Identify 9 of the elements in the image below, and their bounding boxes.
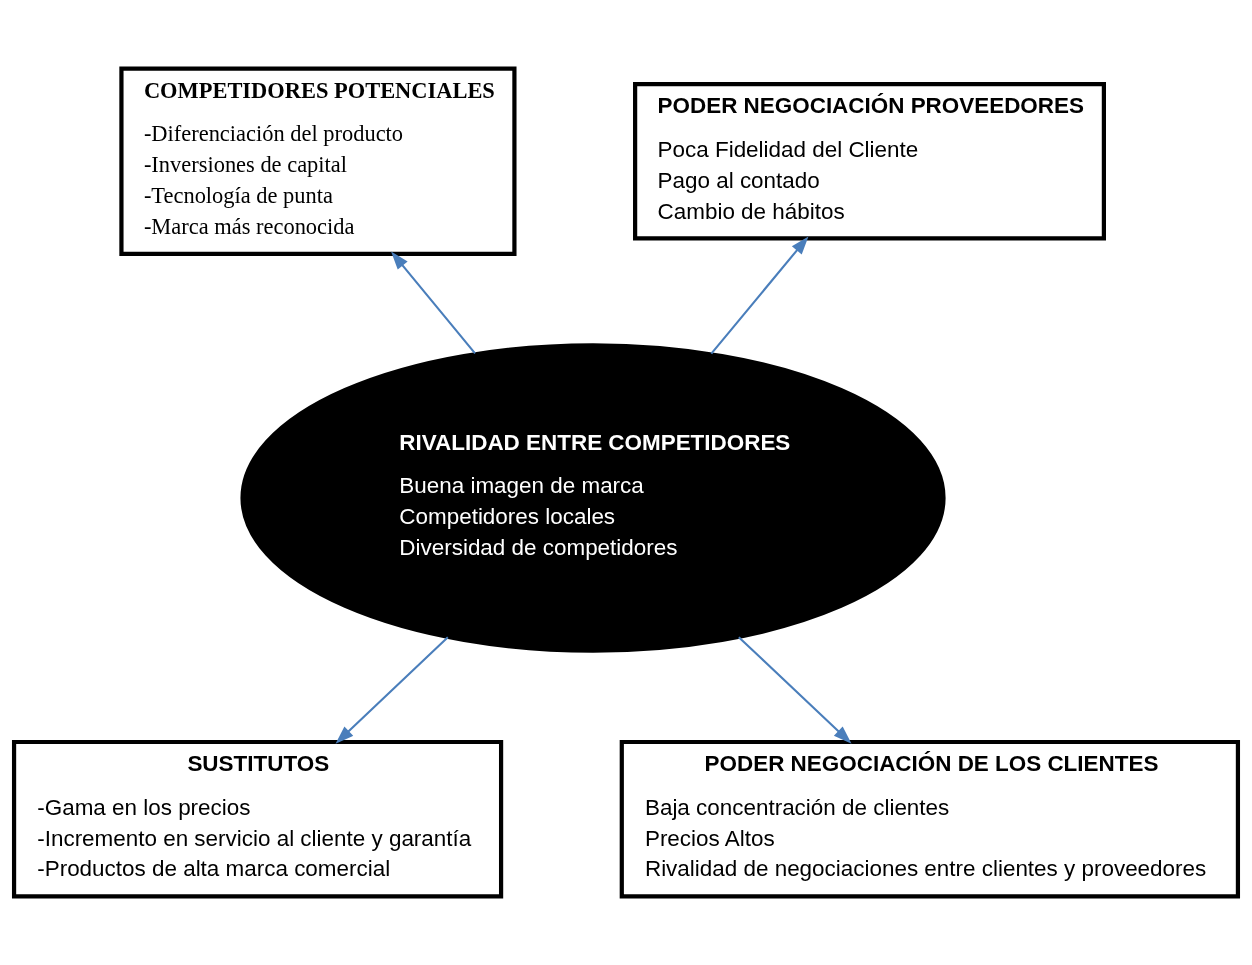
arrow [738, 636, 852, 744]
arrow [710, 236, 809, 355]
arrow [391, 251, 476, 354]
node-box: COMPETIDORES POTENCIALES -Diferenciación del producto -Inversiones de capital -Tecnología de punta -Marca más reconocida [119, 66, 517, 256]
node-box: PODER NEGOCIACIÓN DE LOS CLIENTES Baja concentración de clientes Precios Altos Rivalidad de negociaciones entre clientes y proveedores [619, 739, 1241, 899]
node-box: SUSTITUTOS -Gama en los precios -Incremento en servicio al cliente y garantía -Productos de alta marca comercial [11, 739, 504, 899]
node-box: PODER NEGOCIACIÓN PROVEEDORES Poca Fidelidad del Cliente Pago al contado Cambio de hábitos [633, 81, 1106, 241]
arrow [335, 636, 449, 744]
node-ellipse: RIVALIDAD ENTRE COMPETIDORES Buena imagen de marca Competidores locales Diversidad de competidores [240, 343, 946, 653]
